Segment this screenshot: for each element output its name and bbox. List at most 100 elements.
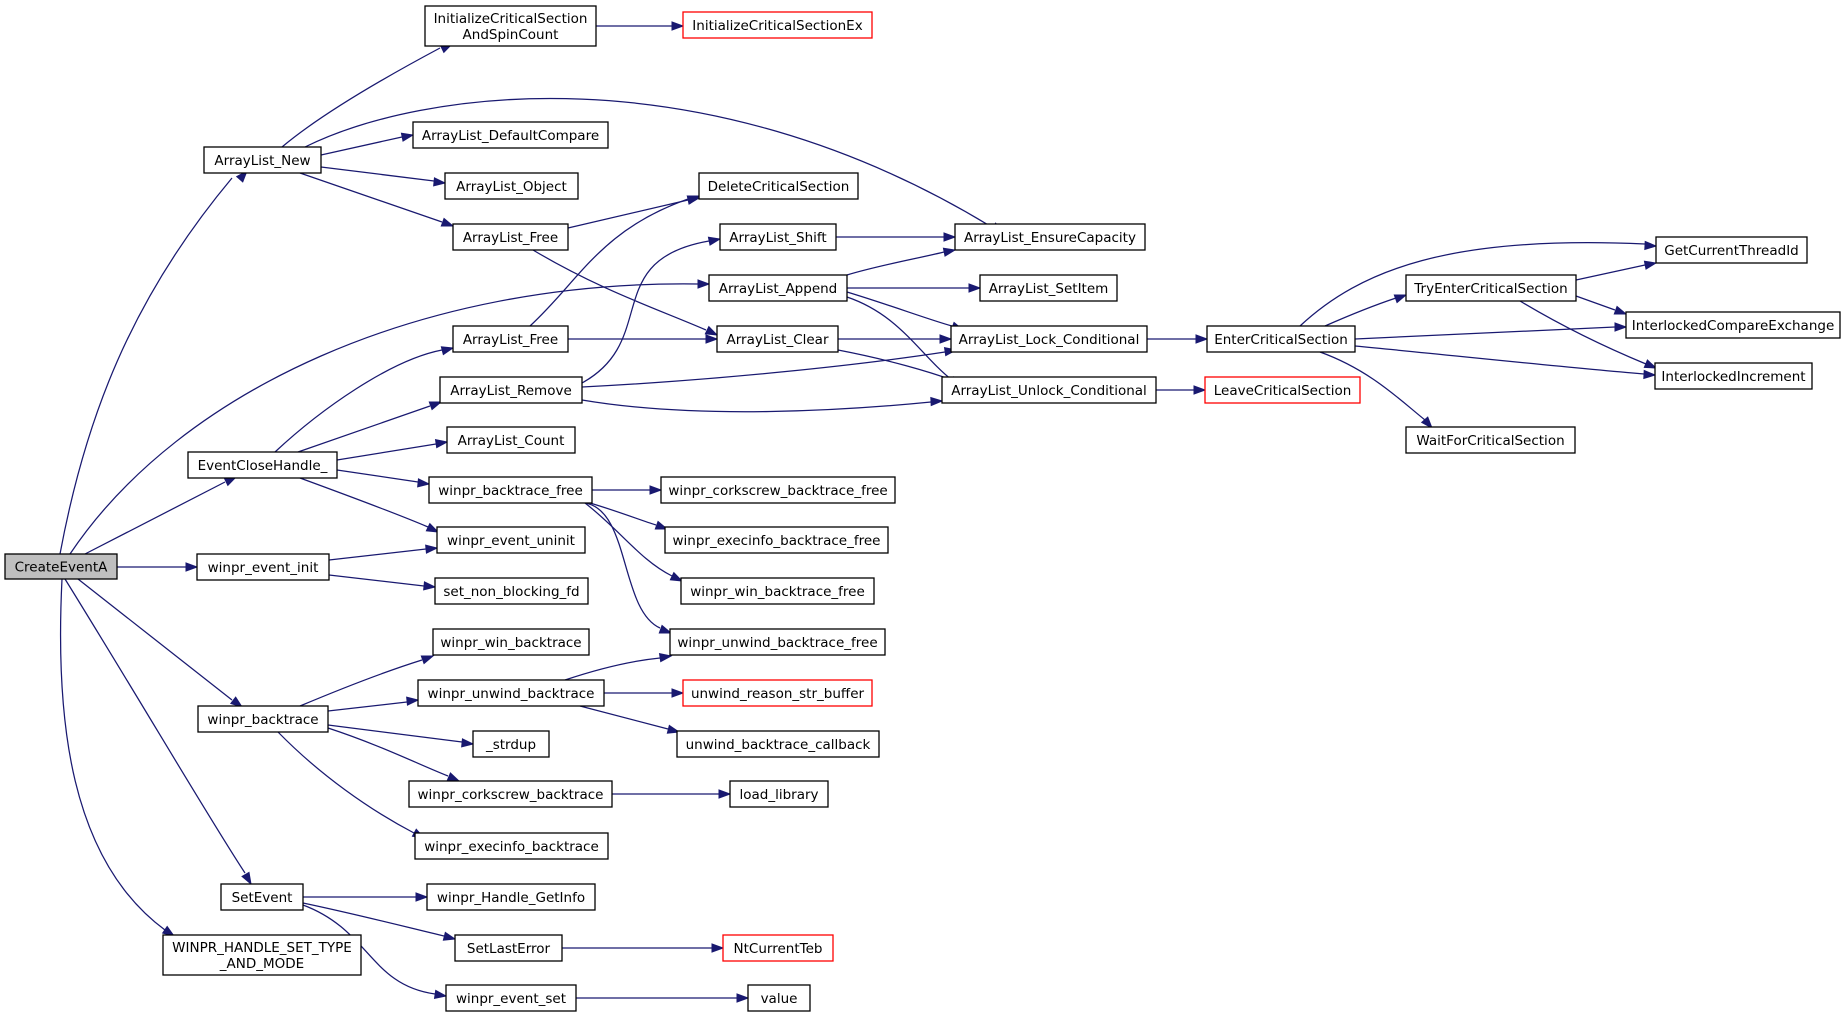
arrowhead [420, 655, 435, 665]
node-event-init[interactable]: winpr_event_init [196, 553, 330, 581]
node-arraylist-new[interactable]: ArrayList_New [203, 146, 322, 174]
node-interlockedincrement[interactable]: InterlockedIncrement [1654, 362, 1813, 390]
edge-createeventa-to-arraylist-new [59, 169, 248, 555]
node-arraylist-object[interactable]: ArrayList_Object [444, 172, 579, 200]
arrowhead [930, 396, 944, 407]
arrowhead [704, 325, 719, 336]
node-label: InitializeCriticalSectionEx [692, 18, 862, 34]
edge-createeventa-to-arraylist-append [69, 279, 711, 555]
node-event-uninit[interactable]: winpr_event_uninit [436, 526, 586, 554]
node-label: winpr_backtrace_free [438, 483, 583, 499]
node-box [439, 376, 583, 404]
node-arraylist-free-2[interactable]: ArrayList_Free [452, 325, 569, 353]
node-label: LeaveCriticalSection [1214, 383, 1352, 399]
node-winpr-backtrace[interactable]: winpr_backtrace [197, 705, 329, 733]
node-lockcond[interactable]: ArrayList_Lock_Conditional [950, 325, 1148, 353]
node-load-library[interactable]: load_library [729, 780, 829, 808]
node-waitforcs[interactable]: WaitForCriticalSection [1405, 426, 1576, 454]
node-label: winpr_unwind_backtrace [428, 686, 595, 702]
arrowhead [1614, 322, 1628, 332]
node-unwind-bt-free[interactable]: winpr_unwind_backtrace_free [669, 628, 886, 656]
edge-line [581, 351, 946, 388]
node-handle-getinfo[interactable]: winpr_Handle_GetInfo [426, 883, 596, 911]
node-setitem[interactable]: ArrayList_SetItem [979, 274, 1118, 302]
node-label: ArrayList_Unlock_Conditional [951, 383, 1147, 399]
node-getcurrentthreadid[interactable]: GetCurrentThreadId [1655, 236, 1808, 264]
node-initcsex[interactable]: InitializeCriticalSectionEx [682, 11, 873, 39]
node-defaultcompare[interactable]: ArrayList_DefaultCompare [412, 121, 609, 149]
arrowhead [185, 562, 199, 572]
node-entercs[interactable]: EnterCriticalSection [1206, 325, 1356, 353]
call-edges [59, 21, 1658, 1003]
node-label: ArrayList_Shift [729, 230, 826, 246]
node-win-bt-free[interactable]: winpr_win_backtrace_free [680, 577, 875, 605]
node-strdup[interactable]: _strdup [472, 730, 550, 758]
arrowhead [1643, 260, 1658, 270]
edge-line [77, 578, 233, 701]
edge-arraylist-append-to-setitem [847, 283, 982, 293]
arrowhead [423, 581, 437, 591]
node-label: winpr_event_init [208, 560, 319, 576]
node-label: winpr_execinfo_backtrace_free [673, 533, 881, 549]
edge-event-init-to-set-non-blocking-fd [328, 574, 437, 591]
edge-arraylist-new-to-defaultcompare [320, 132, 415, 156]
arrowhead [433, 177, 447, 187]
node-bt-free[interactable]: winpr_backtrace_free [428, 476, 593, 504]
node-ensurecapacity[interactable]: ArrayList_EnsureCapacity [954, 223, 1146, 251]
edge-line [336, 469, 419, 483]
edge-eventclosehandle-to-arraylist-remove [297, 401, 443, 453]
node-box [203, 146, 322, 174]
node-label: ArrayList_Free [463, 332, 558, 348]
node-ntcurrentteb[interactable]: NtCurrentTeb [722, 934, 834, 962]
node-unlockcond[interactable]: ArrayList_Unlock_Conditional [941, 376, 1157, 404]
node-setlasterror[interactable]: SetLastError [454, 934, 563, 962]
node-execinfo-bt[interactable]: winpr_execinfo_backtrace [414, 832, 609, 860]
node-arraylist-remove[interactable]: ArrayList_Remove [439, 376, 583, 404]
node-unwind-reason[interactable]: unwind_reason_str_buffer [682, 679, 873, 707]
edge-line [64, 578, 246, 874]
node-arraylist-shift[interactable]: ArrayList_Shift [719, 223, 837, 251]
function-nodes: CreateEventA ArrayList_New InitializeCriti… [4, 5, 1841, 1012]
edge-line [581, 240, 710, 384]
node-label: load_library [739, 787, 818, 803]
node-interlockedcompareexchange[interactable]: InterlockedCompareExchange [1625, 311, 1841, 339]
edge-line [327, 724, 463, 743]
node-corkscrew-bt[interactable]: winpr_corkscrew_backtrace [408, 780, 613, 808]
arrowhead [229, 696, 244, 708]
node-deletecs[interactable]: DeleteCriticalSection [698, 172, 859, 200]
node-createeventa[interactable]: CreateEventA [4, 553, 118, 580]
node-unwind-cb[interactable]: unwind_backtrace_callback [676, 730, 880, 758]
node-arraylist-count[interactable]: ArrayList_Count [446, 426, 576, 454]
node-win-bt[interactable]: winpr_win_backtrace [432, 628, 590, 656]
edge-arraylist-new-to-ensurecapacity [304, 97, 1004, 234]
edge-line [1319, 351, 1426, 421]
node-box [426, 883, 596, 911]
edge-unlockcond-to-leavecs [1156, 385, 1207, 395]
node-setevent[interactable]: SetEvent [220, 883, 304, 911]
arrowhead [440, 346, 455, 356]
node-handlesettype[interactable]: WINPR_HANDLE_SET_TYPE_AND_MODE [162, 934, 362, 976]
arrowhead [711, 943, 725, 953]
node-leavecs[interactable]: LeaveCriticalSection [1204, 376, 1361, 404]
node-arraylist-clear[interactable]: ArrayList_Clear [716, 325, 839, 353]
edge-arraylist-new-to-arraylist-object [320, 166, 447, 187]
node-box [719, 223, 837, 251]
node-arraylist-append[interactable]: ArrayList_Append [708, 274, 848, 302]
node-set-non-blocking-fd[interactable]: set_non_blocking_fd [434, 577, 589, 605]
node-value[interactable]: value [747, 984, 811, 1012]
node-event-set[interactable]: winpr_event_set [445, 984, 577, 1012]
arrowhead [417, 478, 431, 488]
node-tryentercs[interactable]: TryEnterCriticalSection [1405, 274, 1577, 302]
node-unwind-bt[interactable]: winpr_unwind_backtrace [417, 679, 605, 707]
edge-line [1299, 241, 1646, 327]
edge-line [581, 399, 932, 413]
edge-tryentercs-to-interlockedincrement [1519, 300, 1658, 369]
edge-line [84, 481, 226, 555]
node-execinfo-bt-free[interactable]: winpr_execinfo_backtrace_free [664, 526, 889, 554]
node-box [941, 376, 1157, 404]
edge-createeventa-to-handlesettype [59, 578, 176, 937]
node-arraylist-free-1[interactable]: ArrayList_Free [452, 223, 569, 251]
node-eventclosehandle[interactable]: EventCloseHandle_ [187, 451, 338, 479]
node-corkscrew-bt-free[interactable]: winpr_corkscrew_backtrace_free [660, 476, 896, 504]
